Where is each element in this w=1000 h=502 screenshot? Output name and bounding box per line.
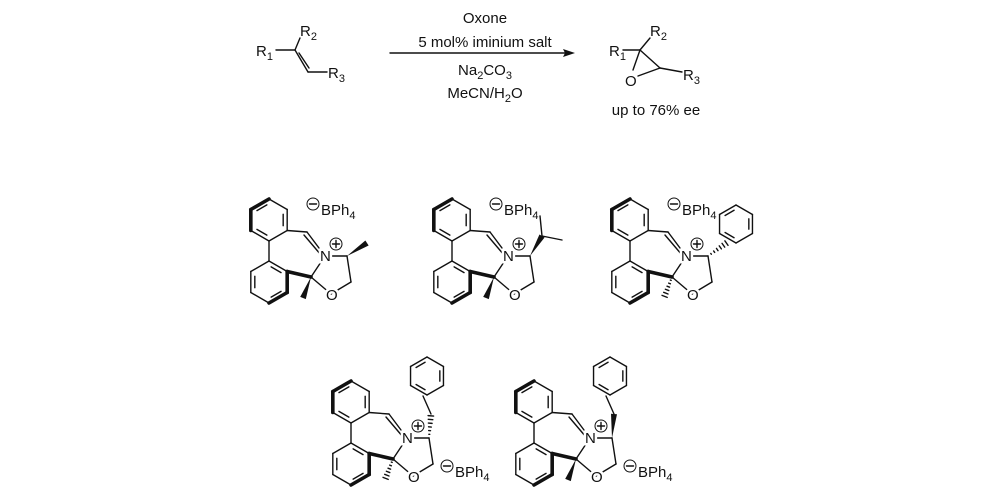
counterion-bph4: BPh4 — [489, 197, 538, 222]
oxidant-label: Oxone — [463, 10, 507, 27]
svg-text:R1: R1 — [609, 43, 626, 63]
catalyst-5: N O BPh4 — [514, 356, 672, 489]
negative-charge-icon — [440, 459, 454, 473]
oxygen-atom: O — [591, 469, 603, 486]
svg-text:BPh4: BPh4 — [638, 464, 672, 484]
r2-subscript: 2 — [311, 31, 317, 43]
negative-charge-icon — [489, 197, 503, 211]
nitrogen-atom: N — [585, 430, 596, 447]
catalyst-3: N O BPh4 — [610, 197, 754, 307]
svg-text:BPh4: BPh4 — [455, 464, 489, 484]
nitrogen-atom: N — [681, 248, 692, 265]
reaction-arrow — [389, 49, 575, 57]
oxygen-atom: O — [408, 469, 420, 486]
r1-subscript: 1 — [267, 51, 273, 63]
catalyst-1: N O BPh4 — [249, 197, 369, 307]
ee-note: up to 76% ee — [612, 102, 700, 119]
positive-charge-icon — [594, 419, 608, 433]
svg-text:BPh4: BPh4 — [682, 202, 716, 222]
r2-label: R — [300, 23, 311, 40]
counterion-bph4: BPh4 — [667, 197, 716, 222]
epoxide-oxygen: O — [625, 73, 637, 90]
positive-charge-icon — [411, 419, 425, 433]
counterion-bph4: BPh4 — [306, 197, 355, 222]
negative-charge-icon — [667, 197, 681, 211]
positive-charge-icon — [690, 237, 704, 251]
product-epoxide: O R1 R2 R3 up to 76% ee — [609, 23, 700, 119]
nitrogen-atom: N — [402, 430, 413, 447]
catalyst-loading-label: 5 mol% iminium salt — [418, 34, 552, 51]
nitrogen-atom: N — [320, 248, 331, 265]
svg-text:R1: R1 — [256, 43, 273, 63]
negative-charge-icon — [623, 459, 637, 473]
solvent-label: MeCN/H2O — [447, 85, 522, 105]
catalyst-2: N O BPh4 — [432, 197, 563, 307]
catalyst-4: N O BPh4 — [331, 356, 489, 489]
reaction-conditions: Oxone 5 mol% iminium salt Na2CO3 MeCN/H2… — [418, 10, 552, 105]
positive-charge-icon — [512, 237, 526, 251]
svg-text:R3: R3 — [328, 65, 345, 85]
r3-label: R — [328, 65, 339, 82]
oxygen-atom: O — [326, 287, 338, 304]
svg-text:BPh4: BPh4 — [321, 202, 355, 222]
counterion-bph4: BPh4 — [623, 459, 672, 484]
positive-charge-icon — [329, 237, 343, 251]
r1-label: R — [256, 43, 267, 60]
svg-text:R2: R2 — [650, 23, 667, 43]
substrate-alkene: R1 R2 R3 — [256, 23, 345, 85]
svg-text:R3: R3 — [683, 67, 700, 87]
oxygen-atom: O — [509, 287, 521, 304]
counterion-bph4: BPh4 — [440, 459, 489, 484]
oxygen-atom: O — [687, 287, 699, 304]
svg-text:R2: R2 — [300, 23, 317, 43]
negative-charge-icon — [306, 197, 320, 211]
svg-text:BPh4: BPh4 — [504, 202, 538, 222]
base-label: Na2CO3 — [458, 62, 512, 82]
r3-subscript: 3 — [339, 73, 345, 85]
nitrogen-atom: N — [503, 248, 514, 265]
